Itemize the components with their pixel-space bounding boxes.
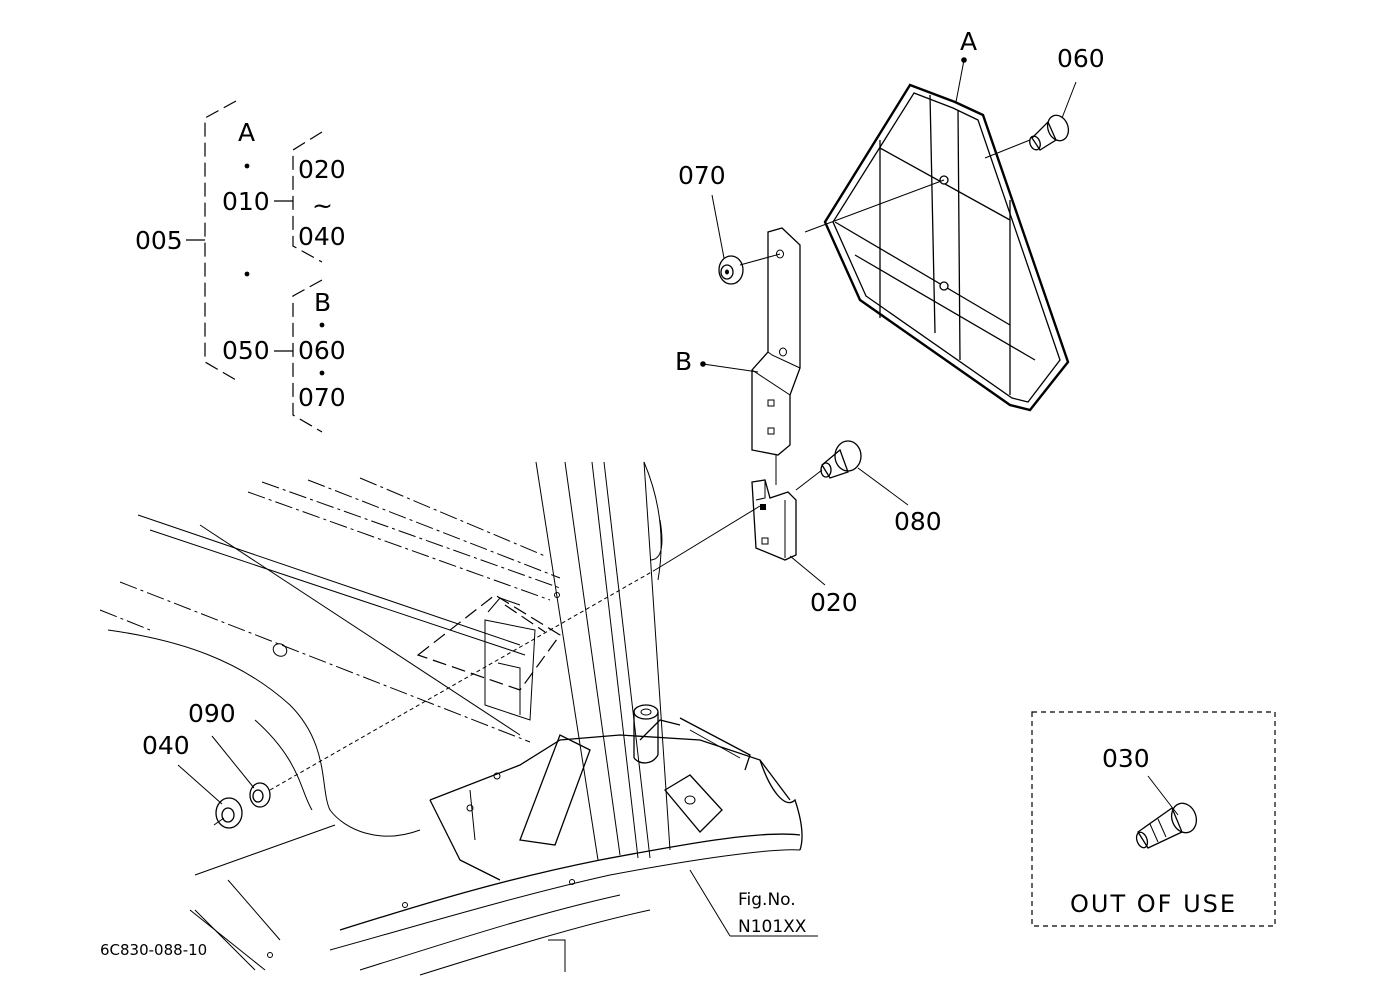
callout-labels: A 060 070 B 080 020 090 040 bbox=[142, 27, 1105, 760]
washer-090 bbox=[249, 782, 271, 808]
parts-tree: 005 A 010 020 ~ 040 050 B 060 070 bbox=[135, 100, 346, 433]
tree-range-start: 020 bbox=[298, 155, 346, 184]
bracket-plate bbox=[751, 227, 801, 456]
bolt-080 bbox=[820, 440, 862, 479]
callout-040: 040 bbox=[142, 731, 190, 760]
callout-090: 090 bbox=[188, 699, 236, 728]
figure-reference: Fig.No. N101XX bbox=[738, 890, 807, 937]
tree-group-a-label: A bbox=[238, 118, 255, 147]
drawing-code: 6C830-088-10 bbox=[100, 941, 207, 959]
nut-070 bbox=[718, 255, 744, 285]
bolt-030 bbox=[1135, 802, 1198, 849]
callout-b: B bbox=[675, 347, 692, 376]
hexagonal-guard bbox=[823, 83, 1070, 412]
fig-ref-line2: N101XX bbox=[738, 917, 807, 937]
callout-080: 080 bbox=[894, 507, 942, 536]
callout-030: 030 bbox=[1102, 744, 1150, 773]
fig-ref-line1: Fig.No. bbox=[738, 890, 796, 910]
tree-root-label: 005 bbox=[135, 226, 183, 255]
tree-part-050: 050 bbox=[222, 336, 270, 365]
leader-lines bbox=[177, 57, 1077, 937]
cab-structure bbox=[99, 461, 803, 976]
tree-item-070: 070 bbox=[298, 383, 346, 412]
tree-range-end: 040 bbox=[298, 222, 346, 251]
tree-group-b-label: B bbox=[314, 288, 331, 317]
tree-part-010: 010 bbox=[222, 187, 270, 216]
out-of-use-box: 030 OUT OF USE bbox=[1031, 711, 1276, 927]
tree-item-060: 060 bbox=[298, 336, 346, 365]
callout-070: 070 bbox=[678, 161, 726, 190]
nut-040 bbox=[215, 797, 243, 829]
clip-part bbox=[751, 479, 797, 561]
callout-020: 020 bbox=[810, 588, 858, 617]
callout-060: 060 bbox=[1057, 44, 1105, 73]
tree-range-separator: ~ bbox=[312, 191, 333, 220]
bolt-060 bbox=[1029, 114, 1070, 151]
callout-a: A bbox=[960, 27, 977, 56]
out-of-use-label: OUT OF USE bbox=[1070, 890, 1237, 918]
